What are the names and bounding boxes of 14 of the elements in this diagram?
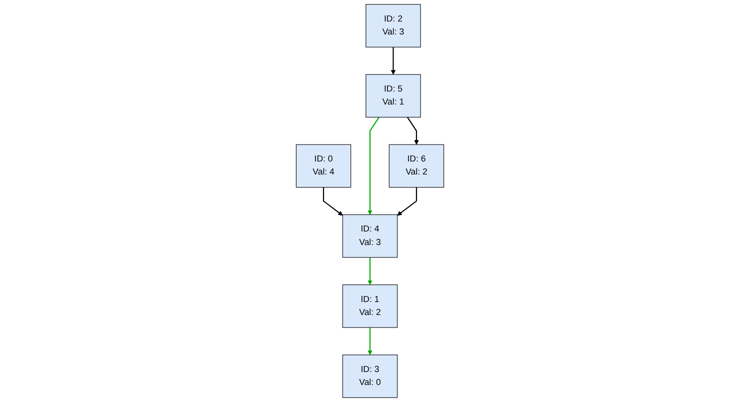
arrow [368, 328, 372, 356]
arrow [368, 116, 380, 215]
arrow [368, 257, 372, 286]
arrow [390, 47, 396, 75]
node-box: ID: 3 Val: 0 [342, 354, 398, 398]
node-box: ID: 4 Val: 3 [342, 214, 398, 258]
arrow [397, 187, 418, 216]
node-box: ID: 0 Val: 4 [296, 144, 352, 188]
arrow [322, 187, 343, 216]
node-box: ID: 1 Val: 2 [342, 284, 398, 328]
node-box: ID: 6 Val: 2 [388, 144, 444, 188]
arrow [406, 116, 419, 145]
node-box: ID: 2 Val: 3 [366, 4, 421, 48]
node-box: ID: 5 Val: 1 [366, 74, 421, 118]
